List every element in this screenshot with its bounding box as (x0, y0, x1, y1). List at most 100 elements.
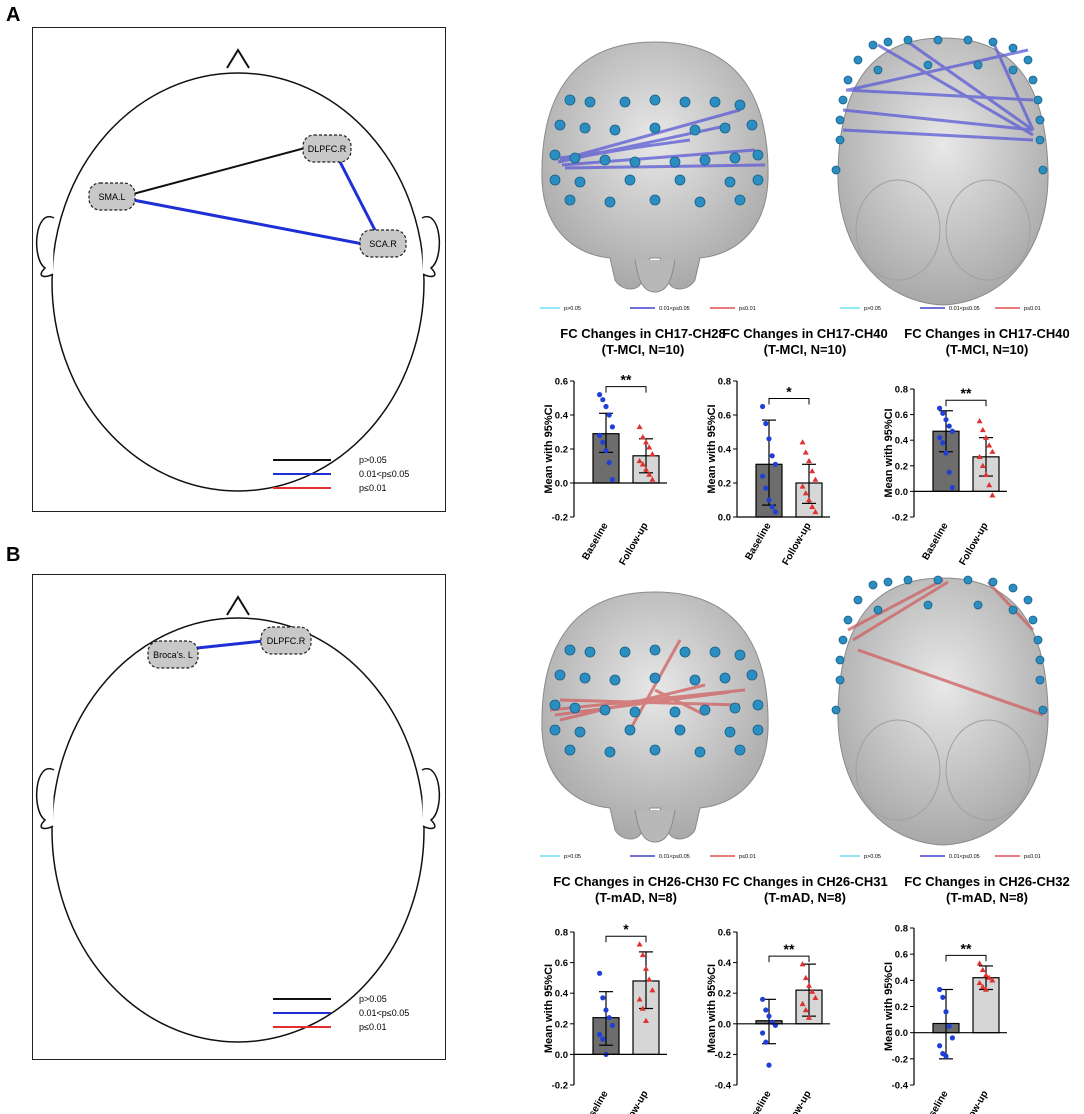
x-tick-label: Baseline (921, 1089, 951, 1114)
connectivity-edges (847, 578, 1044, 717)
data-point-followup (649, 476, 656, 482)
data-point-followup (806, 497, 812, 503)
panel-a-letter: A (6, 4, 21, 26)
data-point-followup (643, 1017, 649, 1023)
svg-text:p>0.05: p>0.05 (359, 994, 387, 1004)
data-point-baseline (943, 1053, 949, 1059)
significance-marker: * (623, 921, 629, 937)
y-axis-label: Mean with 95%CI (706, 404, 718, 493)
data-point-baseline (609, 424, 615, 430)
y-tick-label: 0.2 (718, 989, 731, 1000)
data-point-followup (809, 503, 816, 509)
y-tick-label: -0.2 (715, 1050, 731, 1061)
chart-title-line: FC Changes in CH26-CH32 (904, 874, 1070, 889)
x-tick-label: Baseline (581, 521, 611, 563)
brain-front-view-b (541, 591, 769, 843)
data-point-followup (812, 994, 819, 1000)
y-tick-label: 0.6 (895, 950, 908, 961)
right-ear-icon (421, 767, 441, 830)
data-point-followup (806, 982, 812, 988)
y-tick-label: 0.0 (718, 1019, 731, 1030)
data-point-followup (802, 1007, 809, 1013)
chart-title: FC Changes in CH17-CH40(T-MCI, N=10) (892, 326, 1082, 358)
nose-icon (226, 595, 250, 616)
data-point-followup (649, 987, 656, 993)
data-point-followup (646, 444, 653, 450)
data-point-baseline (760, 1030, 766, 1036)
data-point-followup (989, 977, 996, 983)
data-point-baseline (597, 432, 603, 438)
data-point-followup (976, 960, 983, 966)
svg-text:p≤0.01: p≤0.01 (739, 854, 756, 860)
channel-nodes (831, 35, 1048, 175)
data-point-followup (799, 1000, 806, 1007)
data-point-baseline (763, 1039, 769, 1045)
significance-marker: ** (784, 941, 795, 957)
data-point-followup (979, 966, 986, 973)
data-point-followup (646, 471, 653, 477)
data-point-followup (806, 457, 812, 464)
data-point-baseline (949, 484, 955, 491)
connection-dlpfc-sca (335, 155, 381, 239)
data-point-baseline (946, 1023, 952, 1029)
connectivity-edges (842, 40, 1035, 142)
chart-title-line: FC Changes in CH26-CH31 (722, 874, 888, 889)
data-point-baseline (600, 397, 606, 403)
data-point-baseline (760, 996, 766, 1002)
data-point-baseline (937, 986, 943, 993)
data-point-followup (812, 508, 819, 515)
data-point-followup (976, 453, 983, 460)
y-tick-label: 0.0 (718, 513, 731, 524)
y-tick-label: -0.4 (892, 1081, 909, 1092)
data-point-followup (649, 451, 656, 457)
channel-nodes (831, 575, 1048, 715)
svg-text:p>0.05: p>0.05 (864, 854, 881, 860)
data-point-baseline (940, 994, 946, 1000)
data-point-baseline (940, 440, 946, 446)
chart-subtitle-line: (T-mAD, N=8) (595, 890, 677, 905)
chart-title-line: FC Changes in CH26-CH30 (553, 874, 719, 889)
data-point-followup (809, 988, 816, 994)
bar-chart-4: FC Changes in CH26-CH30(T-mAD, N=8)Mean … (540, 874, 735, 1114)
svg-text:p>0.05: p>0.05 (564, 854, 581, 860)
node-dlpfc: DLPFC.R (302, 134, 352, 163)
data-point-baseline (606, 460, 612, 466)
data-point-followup (983, 972, 989, 978)
svg-text:SMA.L: SMA.L (98, 192, 125, 202)
svg-text:0.01<p≤0.05: 0.01<p≤0.05 (359, 469, 409, 479)
y-tick-label: 0.2 (718, 479, 731, 490)
y-tick-label: -0.2 (892, 513, 908, 524)
y-tick-label: 0.0 (555, 1050, 568, 1061)
data-point-baseline (760, 473, 766, 479)
svg-text:p≤0.01: p≤0.01 (1024, 854, 1041, 860)
data-point-baseline (943, 450, 949, 456)
head-legend-b: p>0.05 0.01<p≤0.05 p≤0.01 (273, 994, 409, 1032)
brain-top-view-b (831, 575, 1049, 846)
x-tick-label: Follow-up (780, 1089, 813, 1114)
data-point-followup (976, 418, 983, 424)
data-point-followup (989, 448, 996, 454)
y-tick-label: 0.8 (895, 924, 908, 935)
chart-subtitle-line: (T-mAD, N=8) (764, 890, 846, 905)
data-point-baseline (760, 403, 766, 410)
x-tick-label: Baseline (921, 521, 951, 563)
chart-svg: Mean with 95%CI0.60.40.20.0-0.2-0.4Basel… (706, 928, 830, 1114)
chart-title: FC Changes in CH26-CH31(T-mAD, N=8) (710, 874, 900, 906)
data-point-followup (806, 1014, 812, 1020)
data-point-followup (802, 449, 809, 455)
data-point-baseline (763, 420, 769, 427)
chart-subtitle-line: (T-MCI, N=10) (763, 342, 847, 357)
chart-subtitle-line: (T-MCI, N=10) (601, 342, 685, 357)
significance-marker: * (786, 384, 792, 400)
head-diagram-b-svg: Broca's. L DLPFC.R p>0.05 0.01<p≤0.05 p≤… (35, 595, 441, 1043)
svg-text:Broca's. L: Broca's. L (153, 650, 193, 660)
significance-bracket (945, 954, 987, 962)
data-point-baseline (763, 1007, 769, 1013)
y-tick-label: 0.4 (718, 445, 732, 456)
data-point-baseline (937, 1043, 943, 1049)
bar-chart-1: FC Changes in CH17-CH28(T-MCI, N=10)Mean… (540, 326, 735, 566)
data-point-baseline (600, 995, 606, 1001)
connection-sma-dlpfc (132, 147, 306, 195)
